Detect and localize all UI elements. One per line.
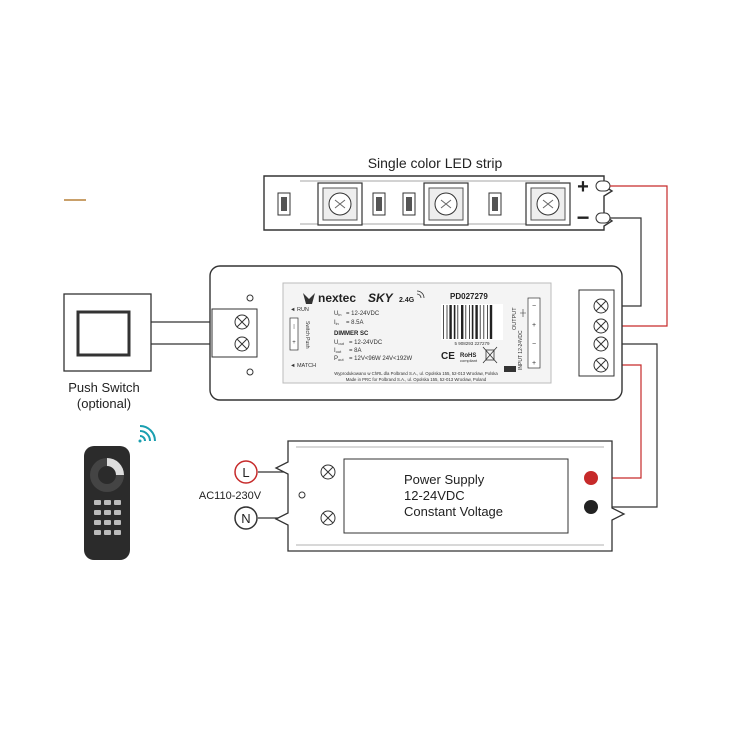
strip-minus-label: −: [577, 205, 590, 230]
output-label: OUTPUT: [512, 307, 518, 330]
barcode-bar: [446, 305, 448, 339]
input-label: INPUT 12-24VDC: [518, 330, 524, 370]
pin-label-1: −: [532, 303, 536, 310]
wifi-signal-icon: [138, 425, 156, 443]
brand-name: nextec: [318, 291, 356, 305]
footer-line2: Made in PRC for Polbrand S.A., ul. Opols…: [346, 377, 487, 382]
psu-negative-terminal: [584, 500, 598, 514]
barcode-bar: [483, 305, 485, 339]
led-strip: + −: [263, 175, 614, 231]
strip-minus-pad: [595, 212, 611, 224]
iout-symbol: Iout: [334, 348, 342, 354]
barcode-bar: [449, 305, 452, 339]
ac-terminal-l: [320, 464, 336, 480]
pin-label-3: −: [532, 341, 536, 348]
product-code: PD027279: [450, 292, 488, 301]
push-switch: [63, 293, 152, 372]
switch-push-mark-2: +: [292, 340, 296, 346]
controller: nextec SKY 2.4G PD027279 ◄ RUN ◄ MATCH |…: [209, 265, 623, 401]
barcode-digits: 5 908293 227279: [454, 341, 490, 346]
switch-push-diagram: [289, 317, 299, 351]
wireless-icon: [416, 290, 425, 299]
wire-strip-plus: [610, 185, 668, 327]
weee-bin-icon: [482, 346, 498, 364]
strip-plus-label: +: [577, 176, 589, 198]
psu-line3: Constant Voltage: [404, 504, 503, 519]
run-label: ◄ RUN: [290, 307, 309, 313]
iin-value: = 8.5A: [346, 320, 364, 326]
pin-label-4: +: [532, 360, 536, 367]
neutral-marker: [234, 506, 258, 530]
mount-hole-2: [246, 368, 254, 376]
psu-line1: Power Supply: [404, 472, 485, 487]
footer-line1: Wyprodukowano w ChRL dla Polbrand S.A., …: [334, 371, 498, 376]
live-label: L: [242, 465, 249, 480]
iout-value: = 8A: [349, 348, 362, 354]
dimmer-label: DIMMER SC: [334, 331, 369, 337]
psu-positive-terminal: [584, 471, 598, 485]
power-supply: [274, 440, 626, 552]
output-input-terminal-block: [578, 289, 615, 377]
switch-terminal-block: [211, 308, 258, 358]
barcode-bar: [475, 305, 478, 339]
pin-label-2: +: [532, 322, 536, 329]
push-switch-label-1: Push Switch: [68, 380, 140, 395]
match-label: ◄ MATCH: [290, 363, 316, 369]
live-marker: [234, 460, 258, 484]
push-switch-label-2: (optional): [77, 396, 131, 411]
resistor-3: [402, 192, 416, 216]
switch-push-label: Switch Push: [304, 321, 310, 349]
model-name: SKY: [368, 291, 394, 305]
pout-symbol: Pout: [334, 356, 344, 362]
led-chip-3: [525, 182, 571, 226]
strip-plus-pad: [595, 180, 611, 192]
uin-symbol: Uin: [334, 311, 341, 317]
nextec-logo-icon: [303, 293, 315, 304]
wire-strip-minus: [610, 217, 642, 307]
wire-input-plus: [596, 364, 642, 479]
mount-hole-1: [246, 294, 254, 302]
barcode-bar: [479, 305, 481, 339]
uout-symbol: Uout: [334, 340, 345, 346]
rohs-sub: compliant: [460, 358, 478, 363]
led-chip-2: [423, 182, 469, 226]
uout-value: = 12-24VDC: [349, 340, 383, 346]
led-strip-title: Single color LED strip: [368, 155, 503, 171]
barcode-bar: [443, 305, 444, 339]
barcode-bar: [469, 305, 470, 339]
uin-value: = 12-24VDC: [346, 311, 380, 317]
led-output-symbol: [520, 309, 526, 317]
iin-symbol: Iin: [334, 320, 339, 326]
resistor-4: [488, 192, 502, 216]
ac-terminal-n: [320, 510, 336, 526]
wire-input-minus: [596, 343, 658, 508]
pout-value: = 12V<96W 24V<192W: [349, 356, 413, 362]
led-chip-1: [317, 182, 363, 226]
resistor-2: [372, 192, 386, 216]
pin-labels: − + − +: [527, 297, 541, 369]
psu-line2: 12-24VDC: [404, 488, 465, 503]
ac-voltage-label: AC110-230V: [199, 490, 262, 502]
barcode-bar: [487, 305, 488, 339]
ce-mark: CE: [441, 351, 455, 362]
barcode-bar: [457, 305, 459, 339]
barcode-bar: [465, 305, 467, 339]
neutral-label: N: [241, 511, 250, 526]
barcode: [441, 304, 503, 340]
barcode-bar: [461, 305, 464, 339]
band-label: 2.4G: [399, 297, 415, 304]
remote-control-icon: [84, 446, 130, 560]
barcode-bar: [471, 305, 474, 339]
small-label-block: [504, 366, 516, 372]
switch-push-mark-1: |: [293, 324, 294, 330]
rohs-mark: RoHS: [460, 353, 476, 359]
barcode-bar: [453, 305, 456, 339]
barcode-bar: [489, 305, 493, 339]
ac-junction: [298, 491, 306, 499]
resistor-1: [277, 192, 291, 216]
